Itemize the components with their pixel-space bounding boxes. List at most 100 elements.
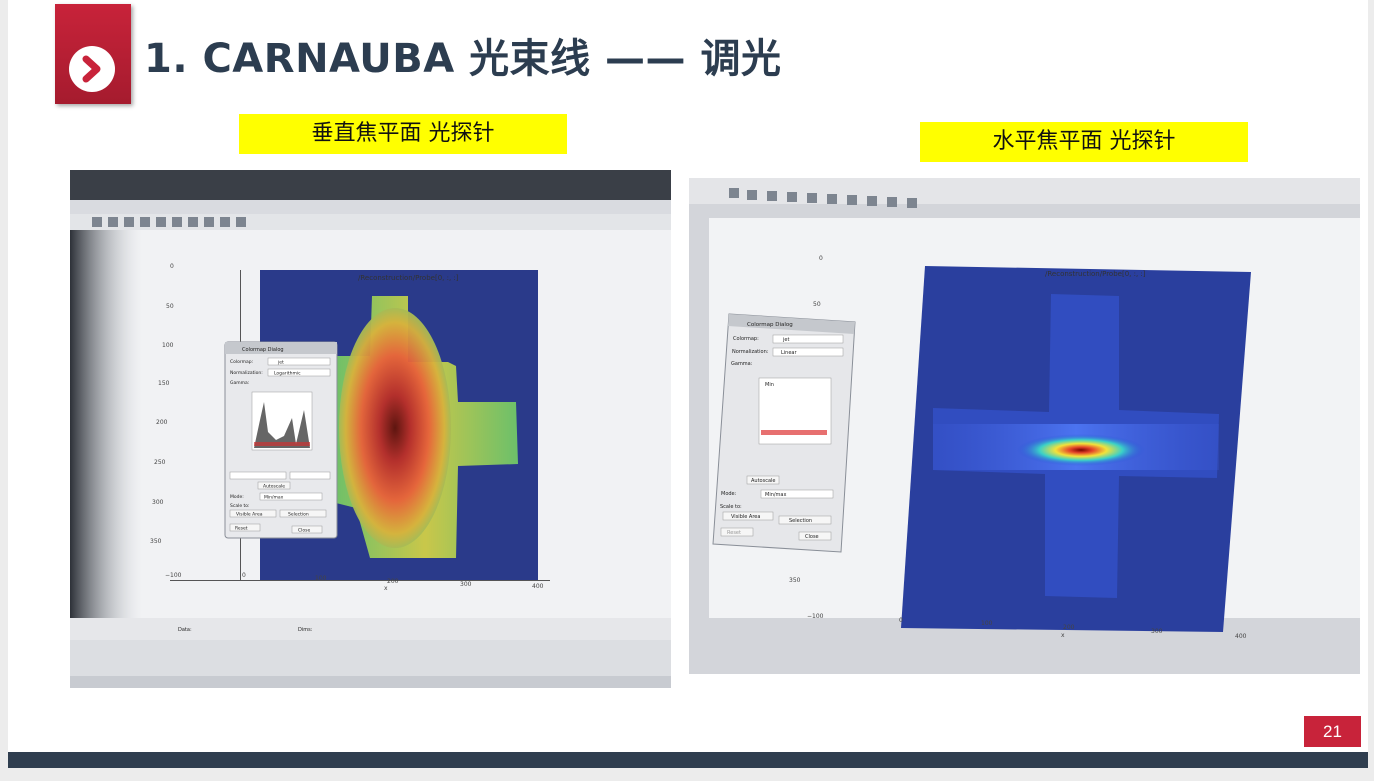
toolbar (689, 178, 1360, 204)
y-tick-3: 350 (789, 577, 801, 584)
y-tick-4: 150 (158, 380, 170, 387)
colormap-select[interactable] (267, 357, 331, 366)
y-tick-5: 200 (156, 419, 168, 426)
gamma-label: Gamma: (731, 361, 753, 367)
photo-vertical-probe: /Reconstruction/Probe[0, :, :] −100 0 10… (70, 170, 671, 688)
plot-title: /Reconstruction/Probe[0, :, :] (358, 274, 459, 282)
dialog-title: Colormap Dialog (747, 322, 793, 328)
visible-area-button[interactable] (722, 511, 774, 521)
close-label: Close (298, 528, 310, 534)
reset-label: Reset (235, 526, 248, 532)
mode-select[interactable] (760, 489, 834, 499)
page-number: 21 (1304, 716, 1361, 747)
x-tick-6: 400 (532, 583, 544, 590)
monitor-bezel (70, 170, 671, 200)
min-input[interactable] (229, 471, 287, 480)
scale-to-label: Scale to: (230, 503, 250, 509)
y-tick-7: 300 (152, 499, 164, 506)
normalization-value: Logarithmic (274, 371, 301, 377)
x-tick-5: 300 (460, 581, 472, 588)
dialog-title: Colormap Dialog (242, 347, 284, 353)
x-tick-6: 400 (1235, 633, 1247, 640)
normalization-select[interactable] (772, 347, 844, 357)
normalization-label: Normalization: (230, 370, 263, 376)
page-title: 1. CARNAUBA 光束线 —— 调光 (144, 36, 782, 82)
photo-horizontal-probe: /Reconstruction/Probe[0, :, :] −100 0 10… (689, 178, 1360, 674)
autoscale-button[interactable] (257, 481, 291, 490)
status-bar (70, 618, 671, 640)
reset-button[interactable] (720, 527, 754, 537)
x-tick-3: 100 (981, 620, 993, 627)
photo-vertical-probe-drawing: /Reconstruction/Probe[0, :, :] −100 0 10… (70, 170, 671, 688)
mode-label: Mode: (230, 494, 244, 500)
colormap-dialog[interactable]: Colormap Dialog Colormap: jet Normalizat… (712, 313, 856, 553)
probe-intensity-core (339, 308, 451, 548)
colormap-label: Colormap: (230, 359, 253, 365)
colormap-select[interactable] (772, 334, 844, 344)
autoscale-button[interactable] (746, 475, 780, 485)
y-tick-6: 250 (154, 459, 166, 466)
dimension-sliders[interactable] (70, 640, 671, 676)
selection-button[interactable] (778, 515, 832, 525)
plot-title: /Reconstruction/Probe[0, :, :] (1045, 270, 1146, 278)
autoscale-label: Autoscale (751, 478, 776, 484)
status-dims-label: Dims: (298, 627, 313, 633)
caption-vertical-focal-plane: 垂直焦平面 光探针 (239, 114, 567, 154)
chevron-right-icon (82, 55, 101, 83)
autoscale-label: Autoscale (263, 484, 285, 490)
mode-select[interactable] (259, 492, 323, 501)
scale-to-label: Scale to: (720, 504, 742, 510)
close-button[interactable] (798, 531, 832, 541)
histogram-fill (254, 402, 310, 448)
y-tick-3: 100 (162, 342, 174, 349)
bottom-tabs[interactable] (70, 676, 671, 688)
colormap-value: jet (782, 337, 789, 343)
visible-area-label: Visible Area (731, 514, 760, 520)
x-tick-4: 200 (1063, 624, 1075, 631)
colorbar-strip (254, 442, 310, 446)
x-tick-2: 0 (242, 572, 246, 579)
colormap-dialog[interactable]: Colormap Dialog Colormap: jet Normalizat… (224, 341, 338, 539)
y-tick-1: 0 (170, 263, 174, 270)
toolbar-icons (92, 217, 246, 227)
max-input[interactable] (289, 471, 331, 480)
y-tick-2: 50 (813, 301, 821, 308)
photo-horizontal-probe-drawing: /Reconstruction/Probe[0, :, :] −100 0 10… (689, 178, 1360, 674)
reset-button[interactable] (229, 523, 261, 532)
visible-area-button[interactable] (229, 509, 277, 518)
x-tick-1: −100 (165, 572, 182, 579)
path-bar (70, 200, 671, 214)
status-data-label: Data: (178, 627, 192, 633)
close-button[interactable] (291, 525, 323, 534)
x-axis-label: x (384, 585, 388, 592)
selection-label: Selection (789, 518, 812, 524)
x-tick-2: 0 (899, 617, 903, 624)
mode-value: Min/max (765, 492, 786, 498)
selection-button[interactable] (279, 509, 327, 518)
title-badge (55, 4, 131, 104)
mode-value: Min/max (264, 495, 284, 501)
normalization-select[interactable] (267, 368, 331, 377)
x-axis-line (170, 580, 550, 581)
y-tick-2: 50 (166, 303, 174, 310)
normalization-value: Linear (781, 350, 797, 356)
colorbar-strip (761, 430, 827, 435)
close-label: Close (805, 534, 819, 540)
probe-hotspot (1017, 434, 1145, 466)
x-tick-1: −100 (807, 613, 824, 620)
x-tick-5: 300 (1151, 628, 1163, 635)
colormap-label: Colormap: (733, 336, 759, 342)
x-tick-3: 100 (315, 575, 327, 582)
y-tick-1: 0 (819, 255, 823, 262)
histogram-label: Min (765, 382, 774, 388)
toolbar-icons (729, 188, 917, 208)
colormap-value: jet (277, 360, 284, 366)
y-tick-8: 350 (150, 538, 162, 545)
visible-area-label: Visible Area (236, 512, 263, 518)
normalization-label: Normalization: (732, 349, 769, 355)
caption-horizontal-focal-plane: 水平焦平面 光探针 (920, 122, 1248, 162)
selection-label: Selection (288, 512, 309, 518)
mode-label: Mode: (721, 491, 737, 497)
x-axis-label: x (1061, 632, 1065, 639)
footer-bar (8, 752, 1368, 768)
